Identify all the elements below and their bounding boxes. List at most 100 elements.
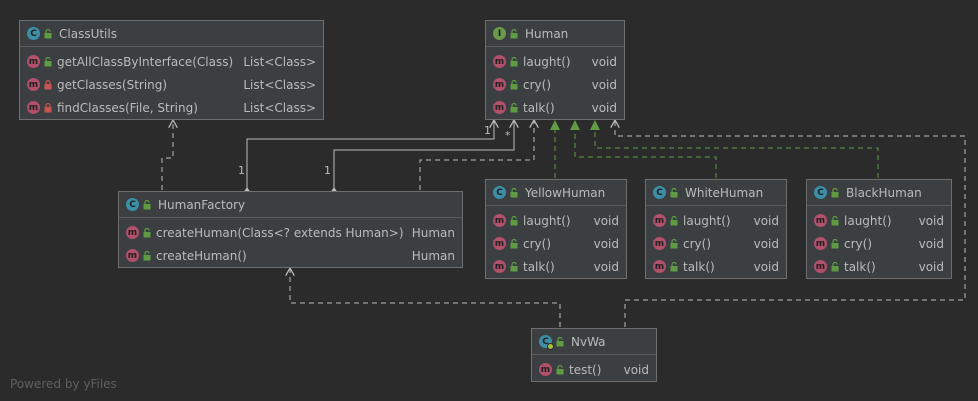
method-return-type: List<Class> — [243, 54, 316, 69]
method-row[interactable]: m talk() void — [646, 255, 786, 278]
method-name: findClasses(File, String) — [57, 100, 198, 115]
method-icon: m — [653, 260, 666, 273]
public-unlocked-icon — [830, 187, 840, 199]
method-return-type: List<Class> — [243, 77, 316, 92]
public-unlocked-icon — [669, 215, 679, 227]
method-icon: m — [493, 214, 506, 227]
multiplicity-factory-left: 1 — [238, 164, 245, 177]
edge-nvwa-to-human — [615, 120, 966, 327]
edge-factory-human-assoc-a — [247, 120, 494, 188]
method-name: laught() — [523, 213, 571, 228]
method-return-type: void — [918, 236, 944, 251]
public-unlocked-icon — [669, 238, 679, 250]
method-name: laught() — [523, 54, 571, 69]
method-name: cry() — [844, 236, 872, 251]
method-icon: m — [27, 101, 40, 114]
method-icon: m — [493, 237, 506, 250]
public-unlocked-icon — [509, 102, 519, 114]
class-icon: C — [653, 186, 666, 199]
method-row[interactable]: m laught() void — [486, 209, 626, 232]
class-name: Human — [525, 26, 569, 41]
method-icon: m — [27, 55, 40, 68]
method-return-type: void — [623, 362, 649, 377]
class-icon: C — [27, 27, 40, 40]
method-return-type: void — [753, 259, 779, 274]
method-name: talk() — [844, 259, 876, 274]
public-unlocked-icon — [555, 336, 565, 348]
method-icon: m — [814, 237, 827, 250]
interface-icon: I — [493, 27, 506, 40]
public-unlocked-icon — [43, 28, 53, 40]
edge-black-implements-human — [590, 120, 879, 178]
class-name: HumanFactory — [158, 197, 246, 212]
method-return-type: void — [753, 213, 779, 228]
method-return-type: void — [593, 213, 619, 228]
method-icon: m — [653, 214, 666, 227]
public-unlocked-icon — [509, 215, 519, 227]
method-return-type: void — [591, 54, 617, 69]
public-unlocked-icon — [669, 187, 679, 199]
method-name: talk() — [683, 259, 715, 274]
public-unlocked-icon — [509, 238, 519, 250]
method-name: talk() — [523, 100, 555, 115]
public-unlocked-icon — [142, 227, 152, 239]
public-unlocked-icon — [509, 79, 519, 91]
class-icon: C — [493, 186, 506, 199]
method-icon: m — [539, 363, 552, 376]
method-icon: m — [493, 78, 506, 91]
public-unlocked-icon — [509, 28, 519, 40]
public-unlocked-icon — [669, 261, 679, 273]
public-unlocked-icon — [830, 261, 840, 273]
powered-by-footer: Powered by yFiles — [10, 377, 117, 391]
method-row[interactable]: m getClasses(String) List<Class> — [20, 73, 323, 96]
method-name: cry() — [523, 236, 551, 251]
method-return-type: void — [918, 213, 944, 228]
public-unlocked-icon — [555, 364, 565, 376]
method-icon: m — [493, 101, 506, 114]
edge-factory-human-assoc-b — [334, 120, 514, 188]
public-unlocked-icon — [509, 187, 519, 199]
method-icon: m — [493, 260, 506, 273]
method-list: m getAllClassByInterface(Class) List<Class… — [20, 47, 323, 119]
method-name: getClasses(String) — [57, 77, 168, 92]
runnable-class-icon: C — [539, 335, 554, 350]
method-row[interactable]: m getAllClassByInterface(Class) List<Class… — [20, 50, 323, 73]
multiplicity-factory-right: 1 — [324, 164, 331, 177]
method-name: getAllClassByInterface(Class) — [57, 54, 234, 69]
method-return-type: void — [591, 77, 617, 92]
edge-factory-to-human-dep — [419, 120, 534, 190]
class-name: BlackHuman — [846, 185, 922, 200]
method-row[interactable]: m cry() void — [807, 232, 951, 255]
public-unlocked-icon — [830, 215, 840, 227]
method-icon: m — [27, 78, 40, 91]
